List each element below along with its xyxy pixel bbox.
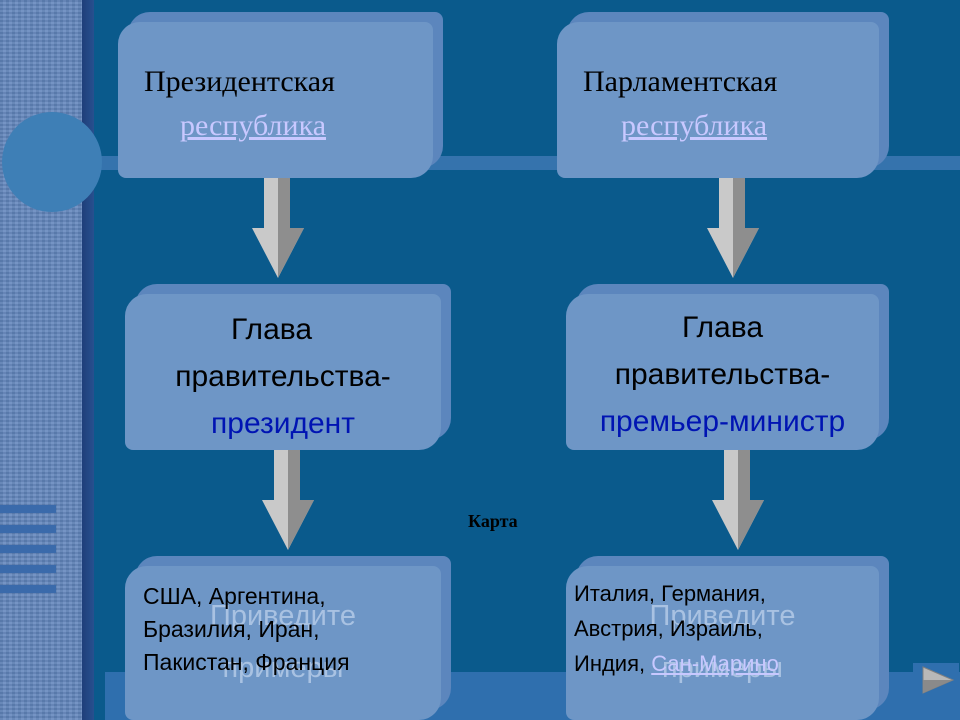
examples-text: Индия,: [574, 651, 646, 676]
san-marino-link[interactable]: Сан-Марино: [651, 651, 779, 676]
decorative-block: [0, 525, 56, 533]
box-line: Глава: [231, 313, 313, 346]
parliamentary-examples-box: Приведите примеры Италия, Германия, Авст…: [566, 566, 879, 720]
arrow-down-icon: [707, 178, 759, 278]
ghost-prompt: Приведите: [210, 600, 356, 632]
decorative-block: [0, 585, 56, 593]
parliamentary-republic-link[interactable]: республика: [621, 109, 768, 142]
box-highlight: президент: [211, 407, 355, 440]
examples-line: США, Аргентина,: [143, 583, 326, 609]
box-highlight: премьер-министр: [599, 405, 846, 438]
examples-line: Италия, Германия,: [574, 581, 766, 606]
examples-list: Италия, Германия, Австрия, Израиль, Инди…: [574, 576, 779, 681]
decorative-circle: [2, 112, 102, 212]
decorative-strip-edge: [82, 0, 94, 720]
ghost-prompt: примеры: [661, 652, 784, 684]
parliamentary-republic-box: Парламентская республика: [557, 22, 879, 178]
box-line: правительства-: [175, 360, 391, 393]
box-line: Глава: [681, 311, 764, 344]
decorative-left-strip: [0, 0, 82, 720]
examples-line: Австрия, Израиль,: [574, 616, 763, 641]
decorative-block: [0, 565, 56, 573]
arrow-down-icon: [252, 178, 304, 278]
presidential-examples-box: Приведите примеры США, Аргентина, Бразил…: [125, 566, 441, 720]
examples-line: Индия, Сан-Марино: [574, 646, 779, 681]
head-of-government-pm-box: Глава правительства- премьер-министр: [566, 294, 879, 450]
examples-list: США, Аргентина, Бразилия, Иран, Пакистан…: [143, 580, 350, 679]
presidential-republic-link[interactable]: республика: [180, 109, 327, 142]
ghost-prompt: примеры: [222, 652, 344, 684]
box-line: правительства-: [614, 358, 831, 391]
arrow-down-icon: [262, 450, 314, 550]
examples-line: Пакистан, Франция: [143, 649, 350, 675]
decorative-block: [0, 505, 56, 513]
ghost-prompt: Приведите: [649, 600, 796, 632]
box-title: Президентская: [144, 65, 335, 98]
examples-line: Бразилия, Иран,: [143, 616, 320, 642]
presidential-republic-box: Президентская республика: [118, 22, 433, 178]
head-of-government-president-box: Глава правительства- президент: [125, 294, 441, 450]
decorative-block: [0, 545, 56, 553]
next-slide-icon[interactable]: [913, 663, 959, 697]
box-title: Парламентская: [583, 65, 778, 98]
arrow-down-icon: [712, 450, 764, 550]
map-link[interactable]: Карта: [468, 511, 518, 531]
